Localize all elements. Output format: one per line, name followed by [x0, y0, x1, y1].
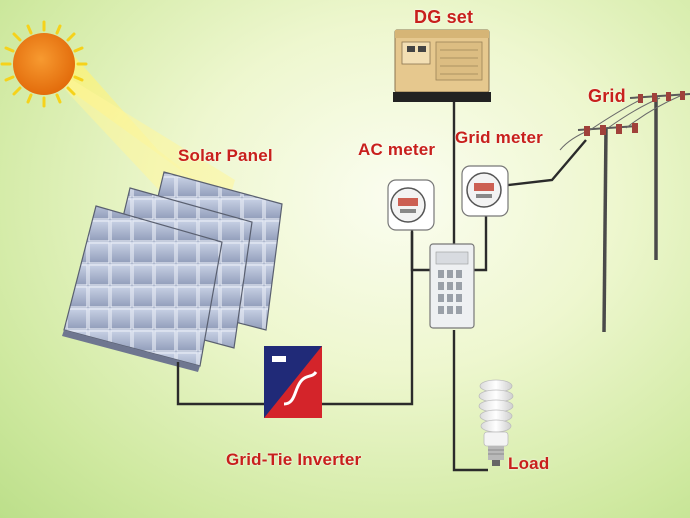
grid-pole-icon	[559, 91, 690, 333]
grid-label: Grid	[588, 86, 626, 106]
solar-panel-icon	[62, 171, 283, 372]
load-label: Load	[508, 454, 550, 473]
grid-meter-label: Grid meter	[455, 128, 543, 147]
grid-meter-icon	[461, 165, 509, 217]
ac-meter-icon	[387, 179, 435, 231]
dg-set-icon	[393, 29, 491, 102]
dg-set-label: DG set	[414, 7, 474, 27]
grid-tie-inverter-icon	[264, 346, 322, 418]
load-bulb-icon	[478, 379, 514, 466]
sun-beam	[50, 40, 236, 210]
grid-tie-inverter-label: Grid-Tie Inverter	[226, 450, 362, 469]
distribution-board-icon	[429, 243, 475, 329]
ac-meter-label: AC meter	[358, 140, 436, 159]
sun-icon	[0, 20, 88, 108]
solar-panel-label: Solar Panel	[178, 146, 273, 165]
